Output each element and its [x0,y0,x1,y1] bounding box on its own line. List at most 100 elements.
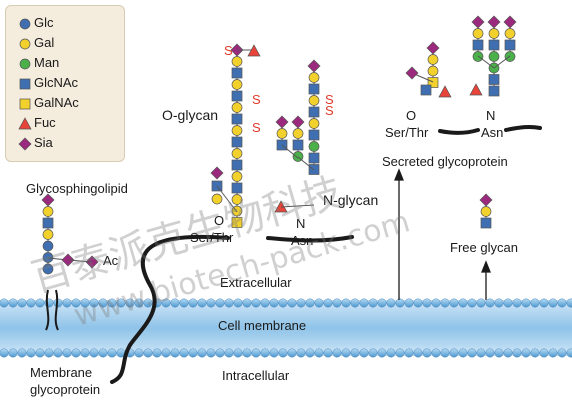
lipid-head [80,298,90,308]
secreted-glycoprotein-chain [438,128,480,135]
gal-residue [276,128,288,139]
glcnac-residue [292,139,304,151]
lipid-head [161,298,171,308]
lipid-head [323,298,333,308]
glycosidic-bond [477,55,495,69]
glcnac-residue [488,39,500,51]
lipid-head [287,348,297,358]
legend-fuc-residue [18,117,32,130]
glcnac-residue [231,136,243,148]
membrane-glycoprotein-label-1: Membrane [30,365,93,380]
gal-residue [231,194,243,205]
glcnac-residue [42,217,54,229]
galnac-residue [427,77,439,88]
lipid-head [404,298,414,308]
glcnac-residue [488,85,500,97]
lipid-head [566,348,572,358]
glycosidic-bond [297,156,315,171]
sia-residue [291,115,305,129]
lipid-head [197,298,207,308]
lipid-head [449,298,459,308]
glycans [41,15,517,275]
lipid-head [224,348,234,358]
lipid-head [503,348,513,358]
sia-residue [471,15,485,29]
lipid-head [0,298,9,308]
lipid-head [386,298,396,308]
glycosidic-bond [216,185,238,213]
glycosidic-bond [281,144,299,159]
gal-residue [231,171,243,182]
lipid-head [404,348,414,358]
sulfate-label-2: S [252,92,261,107]
lipid-head [152,348,162,358]
lipid-head [494,298,504,308]
lipid-head [170,298,180,308]
lipid-head [458,298,468,308]
lipid-head [413,298,423,308]
lipid-head [377,298,387,308]
lipid-head [269,298,279,308]
gal-residue [488,28,500,39]
glc-residue [42,263,54,275]
lipid-head [179,348,189,358]
lipid-head [197,348,207,358]
lipid-head [278,298,288,308]
lipid-head [548,298,558,308]
gal-residue [308,118,320,129]
sia-residue [275,115,289,129]
fuc-residue [247,44,261,57]
lipid-head [17,298,27,308]
gal-residue [427,54,439,65]
lipid-head [143,298,153,308]
legend-glcnac-residue [19,78,31,90]
glycosidic-bond [280,204,315,208]
lipid-head [485,298,495,308]
lipid-head [395,298,405,308]
lipid-head [224,298,234,308]
lipid-head [89,298,99,308]
membrane-glycoprotein-chain [110,234,230,384]
lipid-head [521,298,531,308]
extracellular-label: Extracellular [220,275,292,290]
glc-residue [42,252,54,263]
free-glycan-label: Free glycan [450,240,518,255]
gal-residue [308,72,320,83]
lipid-head [305,298,315,308]
sulfate-label-3: S [252,120,261,135]
legend-gal-residue [19,38,31,50]
cell-membrane [0,300,572,356]
lipid-head [530,298,540,308]
gal-residue [308,95,320,106]
lipid-head [476,348,486,358]
lipid-head [260,298,270,308]
sia-residue [405,66,419,80]
lipid-head [296,348,306,358]
secreted-glycoprotein-label: Secreted glycoprotein [382,154,508,169]
glycosphingolipid-tails [45,289,59,331]
legend-label: Sia [34,135,53,150]
lipid-head [314,348,324,358]
glcnac-residue [472,39,484,51]
lipid-head [35,298,45,308]
lipid-head [260,348,270,358]
lipid-head [233,298,243,308]
lipid-head [368,348,378,358]
n-label: N [296,216,306,231]
legend-glc-residue [19,18,31,30]
lipid-head [323,348,333,358]
lipid-head [314,298,324,308]
lipid-head [566,298,572,308]
lipid-head [332,348,342,358]
galnac-residue [231,217,243,228]
glycosidic-bond [67,259,93,263]
lipid-head [242,348,252,358]
free-glycan-arrow [481,260,491,300]
lipid-head [458,348,468,358]
lipid-head [530,348,540,358]
lipid-head [53,348,63,358]
asn-label: Asn [291,233,314,248]
lipid-head [368,298,378,308]
lipid-head [161,348,171,358]
